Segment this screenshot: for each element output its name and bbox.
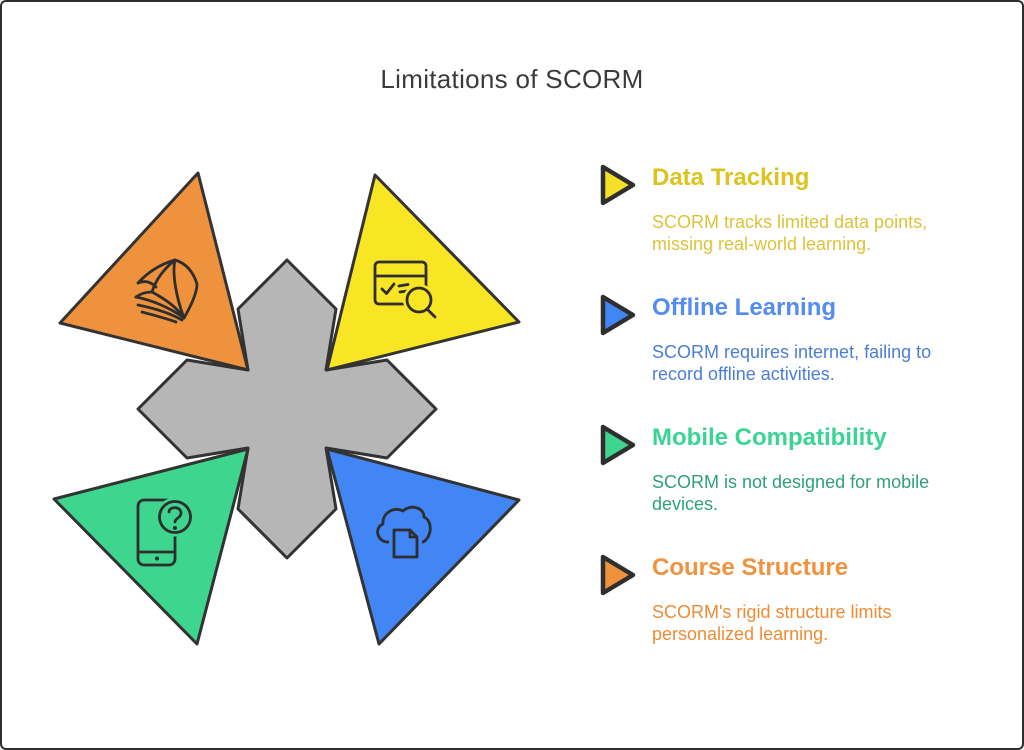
legend-description: SCORM's rigid structure limits personali…	[652, 602, 892, 644]
legend-description: SCORM tracks limited data points, missin…	[652, 212, 928, 254]
legend-title: Offline Learning	[652, 294, 837, 321]
page-title: Limitations of SCORM	[380, 64, 644, 94]
legend-title: Data Tracking	[652, 164, 810, 191]
arrow-right-icon	[600, 554, 636, 596]
legend-description: SCORM requires internet, failing to reco…	[652, 342, 932, 384]
cloud-document-icon	[376, 505, 432, 562]
book-pages-icon	[134, 258, 199, 324]
center-cross-shape	[136, 258, 438, 560]
triangle-data-tracking	[325, 173, 521, 372]
legend-item-course-structure: Course Structure SCORM's rigid structure…	[600, 553, 891, 645]
legend-item-offline-learning: Offline Learning SCORM requires internet…	[600, 293, 931, 385]
triangle-mobile-compatibility	[52, 447, 250, 646]
triangle-course-structure	[58, 171, 250, 372]
legend-title: Mobile Compatibility	[652, 424, 887, 451]
arrow-right-icon	[600, 424, 636, 466]
legend-item-mobile-compatibility: Mobile Compatibility SCORM is not design…	[600, 423, 929, 515]
triangle-offline-learning	[325, 447, 521, 646]
legend-description: SCORM is not designed for mobile devices…	[652, 472, 930, 514]
legend-item-data-tracking: Data Tracking SCORM tracks limited data …	[600, 163, 927, 255]
phone-question-icon	[136, 497, 195, 567]
arrow-right-icon	[600, 294, 636, 336]
browser-search-icon	[373, 260, 437, 319]
arrow-right-icon	[600, 164, 636, 206]
legend-title: Course Structure	[652, 554, 849, 581]
